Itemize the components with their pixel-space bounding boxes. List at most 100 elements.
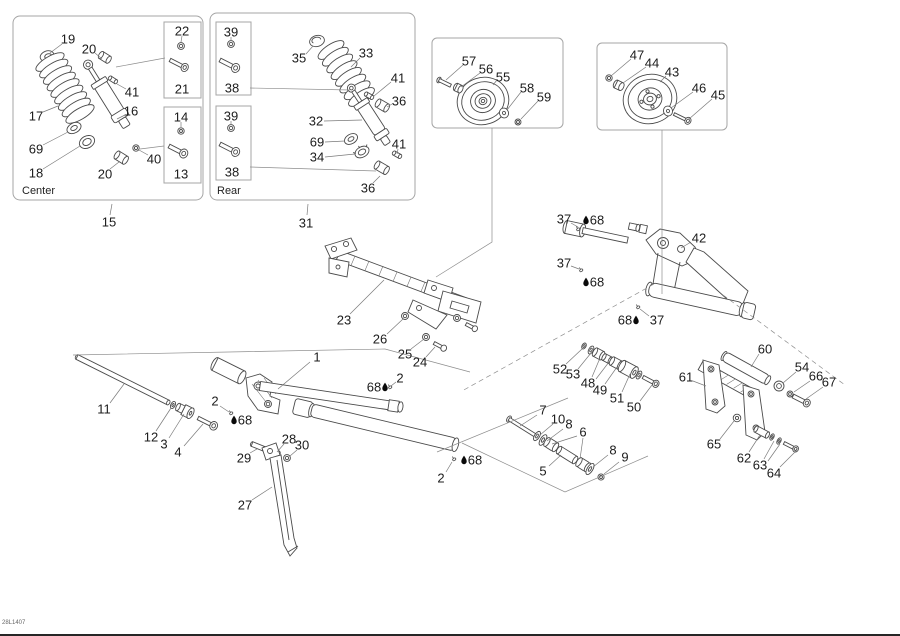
- callout-58: 58: [520, 81, 534, 96]
- callout-27: 27: [238, 498, 252, 513]
- hardware-bolt-21: [168, 57, 189, 73]
- grease-drop-icon: [382, 382, 388, 392]
- hardware-bolt-38a: [218, 57, 241, 73]
- leader-line: [42, 145, 81, 170]
- part-drawings: [35, 34, 811, 557]
- idler-55-nut-59: [514, 118, 522, 126]
- rear-spring: [317, 40, 375, 107]
- callout-16: 16: [124, 104, 138, 119]
- callout-17: 17: [29, 109, 43, 124]
- leader-line: [748, 434, 761, 453]
- callout-68: 68: [590, 213, 604, 228]
- center-nut-40: [132, 144, 140, 152]
- stand-strut: [261, 442, 299, 557]
- leader-line: [548, 454, 562, 467]
- callout-38: 38: [225, 81, 239, 96]
- idler-55-washer-56: [452, 82, 464, 94]
- idler-55-washer-58: [498, 107, 510, 119]
- callout-60: 60: [758, 342, 772, 357]
- leader-line: [492, 79, 498, 86]
- leader-line: [289, 449, 298, 457]
- leader-line: [324, 140, 346, 143]
- grease-fitting: [578, 267, 584, 273]
- center-inset-label: Center: [22, 185, 56, 197]
- leader-line: [251, 486, 273, 501]
- idler-43-washer-44: [612, 79, 625, 92]
- callout-69: 69: [29, 142, 43, 157]
- center-spring: [35, 52, 95, 124]
- callout-43: 43: [665, 65, 679, 80]
- leader-line: [570, 222, 579, 228]
- center-shock-absorber: [83, 59, 131, 129]
- center-bolt-41: [107, 75, 119, 85]
- callout-2: 2: [396, 371, 403, 386]
- callout-37: 37: [557, 256, 571, 271]
- callout-37: 37: [557, 212, 571, 227]
- callout-11: 11: [97, 402, 111, 417]
- hardware-nut-39a: [227, 40, 235, 48]
- leader-line: [591, 357, 601, 378]
- callout-66: 66: [809, 369, 823, 384]
- hardware-washer-14: [177, 127, 185, 135]
- rear-bolt-41a: [363, 91, 375, 101]
- grease-drop-icon: [633, 315, 639, 325]
- leader-line: [42, 105, 59, 113]
- inset-boxes: [12, 12, 728, 201]
- callout-52: 52: [553, 362, 567, 377]
- callout-68: 68: [238, 413, 252, 428]
- connector-line: [139, 145, 165, 150]
- callout-36: 36: [392, 94, 406, 109]
- center-washer-69: [66, 121, 82, 135]
- callout-39: 39: [224, 25, 238, 40]
- callout-12: 12: [144, 430, 158, 445]
- callout-40: 40: [147, 152, 161, 167]
- callout-2: 2: [437, 471, 444, 486]
- callout-20: 20: [98, 167, 112, 182]
- callout-34: 34: [310, 150, 324, 165]
- leader-line: [767, 443, 781, 462]
- leader-line: [604, 366, 618, 385]
- callout-19: 19: [61, 32, 75, 47]
- connector-line: [115, 57, 166, 68]
- callout-30: 30: [295, 438, 309, 453]
- callout-18: 18: [29, 166, 43, 181]
- leader-line: [460, 72, 481, 88]
- callout-65: 65: [707, 437, 721, 452]
- hardware-nut-22: [177, 42, 185, 50]
- leader-line: [155, 407, 172, 432]
- grease-fitting: [451, 456, 457, 462]
- callout-22: 22: [175, 24, 189, 39]
- leader-line: [779, 450, 797, 468]
- leader-line: [445, 64, 464, 81]
- leader-line: [577, 352, 592, 370]
- leader-line: [324, 153, 356, 158]
- callout-46: 46: [692, 81, 706, 96]
- connector-line: [249, 87, 351, 91]
- callout-45: 45: [711, 88, 725, 103]
- callout-62: 62: [737, 451, 751, 466]
- leader-line: [719, 420, 735, 440]
- center-hardware-subbox-1: [163, 21, 202, 99]
- leader-line: [49, 43, 63, 54]
- idler-43-bolt-45: [672, 112, 692, 125]
- connector-line: [72, 348, 471, 373]
- leader-line: [138, 149, 149, 156]
- leader-line: [622, 66, 647, 84]
- callout-68: 68: [468, 453, 482, 468]
- rear-shock-absorber: [346, 83, 391, 146]
- callout-68: 68: [367, 380, 381, 395]
- leader-line: [219, 405, 230, 413]
- connector-line: [436, 397, 569, 453]
- callout-26: 26: [373, 332, 387, 347]
- leader-line: [595, 361, 610, 380]
- callout-8: 8: [609, 443, 616, 458]
- figure-code: 28L1407: [2, 620, 26, 626]
- callout-3: 3: [160, 437, 167, 452]
- leader-line: [425, 346, 436, 358]
- leader-line: [621, 373, 631, 393]
- connector-line: [461, 283, 655, 392]
- center-bushing-lower: [113, 150, 129, 165]
- leader-line: [782, 371, 797, 384]
- callout-37: 37: [650, 313, 664, 328]
